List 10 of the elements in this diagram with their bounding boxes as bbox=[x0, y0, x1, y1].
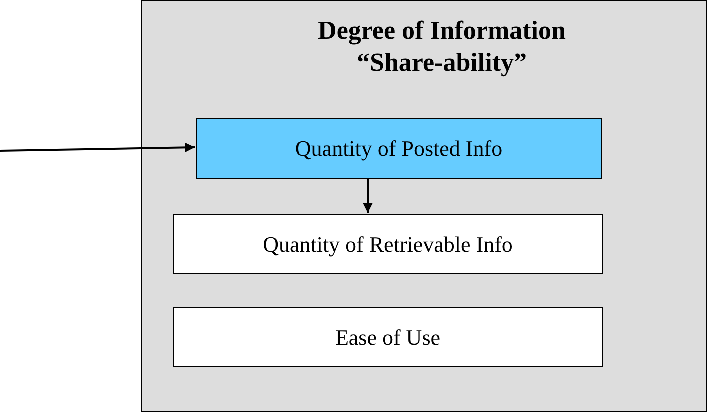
arrow bbox=[363, 178, 373, 213]
box-label: Quantity of Retrievable Info bbox=[263, 230, 513, 259]
process-box bbox=[173, 307, 603, 367]
box-label: Quantity of Posted Info bbox=[295, 135, 503, 163]
panel-title: Degree of Information “Share-ability” bbox=[317, 15, 567, 79]
arrow bbox=[0, 142, 196, 153]
process-box bbox=[196, 118, 602, 179]
process-box bbox=[173, 214, 603, 274]
box-label: Ease of Use bbox=[335, 324, 441, 352]
group-panel bbox=[141, 0, 707, 412]
